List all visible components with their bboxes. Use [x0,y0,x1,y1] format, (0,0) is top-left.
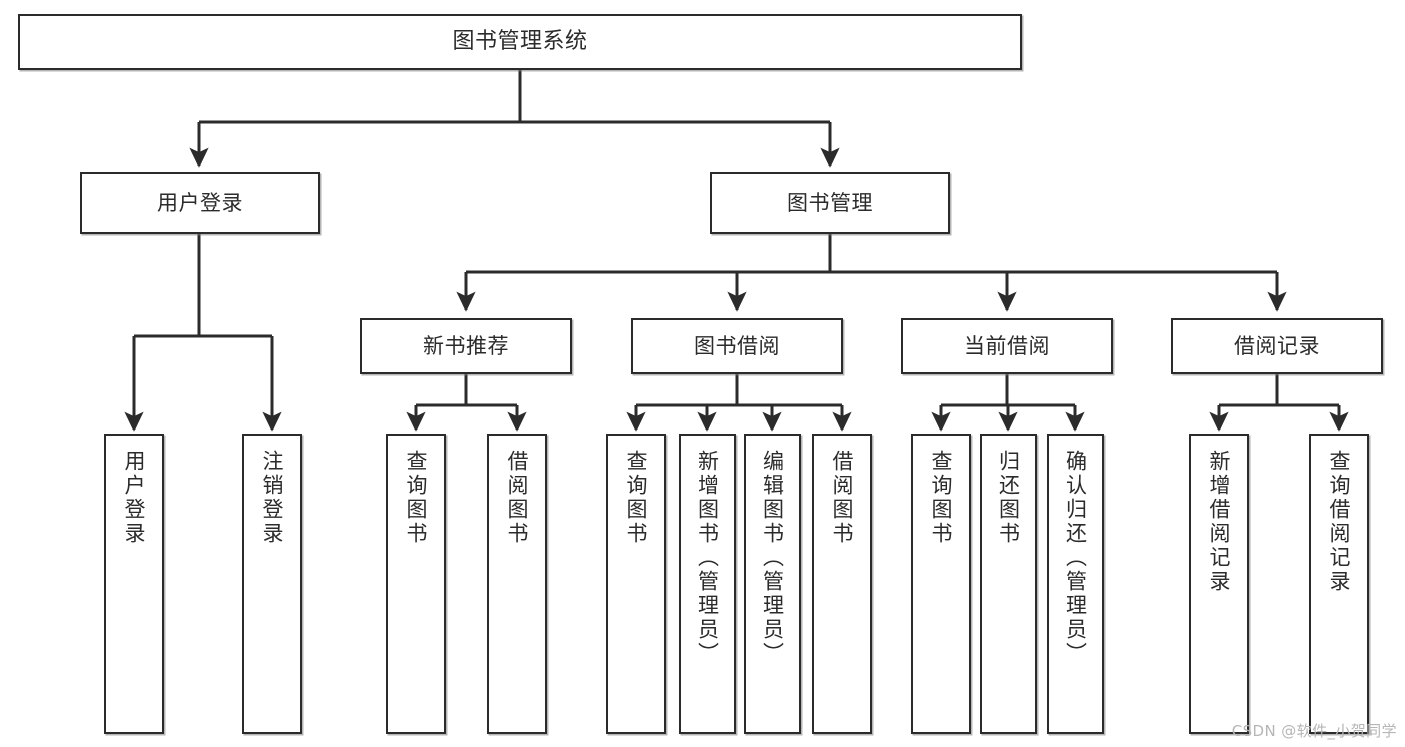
node-current-borrow[interactable]: 当前借阅 [901,318,1113,374]
node-label: 归还图书 [996,450,1021,546]
node-label: 注销登录 [260,450,285,546]
node-label: 查询图书 [404,450,429,546]
node-leaf-query-borrow-record[interactable]: 查询借阅记录 [1309,434,1369,734]
node-label: 图书管理 [787,190,873,215]
node-label: 查询图书 [929,450,954,546]
node-label: 新增图书（管理员） [695,450,720,666]
node-label: 借阅图书 [505,450,530,546]
node-label: 新书推荐 [423,333,509,358]
node-leaf-query-book-new[interactable]: 查询图书 [386,434,446,734]
node-label: 图书管理系统 [452,29,588,55]
node-label: 用户登录 [122,450,147,546]
node-leaf-add-borrow-record[interactable]: 新增借阅记录 [1189,434,1249,734]
node-leaf-return-book[interactable]: 归还图书 [980,434,1037,734]
node-user-login[interactable]: 用户登录 [80,172,320,234]
node-leaf-query-book-current[interactable]: 查询图书 [911,434,971,734]
node-leaf-user-login[interactable]: 用户登录 [104,434,164,734]
node-borrow-records[interactable]: 借阅记录 [1171,318,1383,374]
node-root-system[interactable]: 图书管理系统 [18,14,1022,70]
node-leaf-borrow-book[interactable]: 借阅图书 [812,434,872,734]
node-label: 确认归还（管理员） [1063,450,1088,666]
node-label: 新增借阅记录 [1207,450,1232,594]
node-leaf-query-book-borrow[interactable]: 查询图书 [606,434,666,734]
node-leaf-logout[interactable]: 注销登录 [242,434,302,734]
node-label: 借阅图书 [830,450,855,546]
node-leaf-add-book-admin[interactable]: 新增图书（管理员） [679,434,736,734]
node-new-book-recommend[interactable]: 新书推荐 [360,318,572,374]
node-book-borrow[interactable]: 图书借阅 [631,318,843,374]
node-label: 编辑图书（管理员） [760,450,785,666]
node-label: 图书借阅 [694,333,780,358]
node-book-management[interactable]: 图书管理 [710,172,950,234]
node-leaf-borrow-book-new[interactable]: 借阅图书 [487,434,547,734]
node-label: 查询图书 [624,450,649,546]
node-label: 查询借阅记录 [1327,450,1352,594]
node-label: 当前借阅 [964,333,1050,358]
node-leaf-edit-book-admin[interactable]: 编辑图书（管理员） [744,434,801,734]
node-label: 借阅记录 [1234,333,1320,358]
node-label: 用户登录 [157,190,243,215]
node-leaf-confirm-return-admin[interactable]: 确认归还（管理员） [1047,434,1104,734]
